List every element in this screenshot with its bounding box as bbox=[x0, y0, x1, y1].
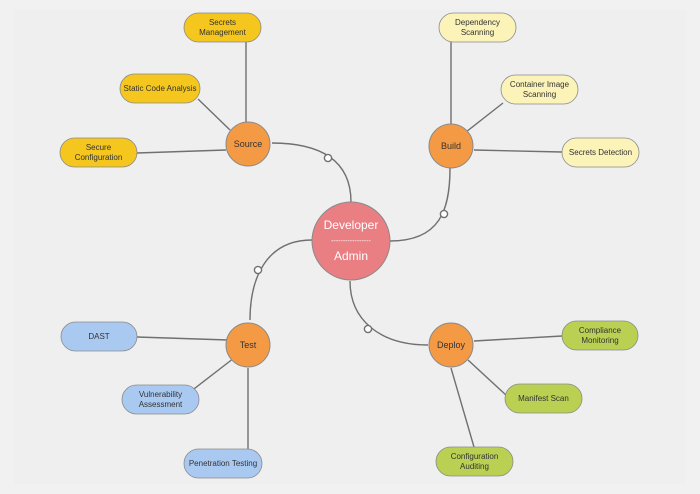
hub-source[interactable]: Source bbox=[225, 121, 271, 167]
leaf-compliance-monitoring-line2: Monitoring bbox=[581, 336, 618, 345]
center-node-circle bbox=[311, 201, 391, 281]
connector-center-build bbox=[389, 167, 451, 242]
leaf-dependency-scanning[interactable]: Dependency Scanning bbox=[438, 12, 517, 43]
hub-source-circle bbox=[225, 121, 271, 167]
leaf-penetration-testing-pill bbox=[183, 448, 263, 479]
leaf-secure-configuration[interactable]: Secure Configuration bbox=[59, 137, 138, 168]
leaf-secrets-management-line2: Management bbox=[199, 28, 246, 37]
leaf-secrets-management[interactable]: Secrets Management bbox=[183, 12, 262, 43]
leaf-configuration-auditing[interactable]: Configuration Auditing bbox=[435, 446, 514, 477]
hub-build[interactable]: Build bbox=[428, 123, 474, 169]
center-node-divider: ----------------- bbox=[331, 238, 371, 245]
connector-deploy-configuration-auditing bbox=[450, 367, 475, 448]
hub-test-label: Test bbox=[240, 340, 257, 350]
connector-source-secure-configuration bbox=[136, 149, 227, 154]
leaf-static-code-analysis[interactable]: Static Code Analysis bbox=[119, 73, 201, 104]
hub-test-circle bbox=[225, 322, 271, 368]
leaf-secrets-detection-text: Secrets Detection bbox=[569, 148, 632, 157]
leaf-dast[interactable]: DAST bbox=[60, 321, 138, 352]
hub-deploy-label: Deploy bbox=[437, 340, 466, 350]
connector-build-secrets-detection bbox=[473, 149, 563, 153]
leaf-vulnerability-assessment-line1: Vulnerability bbox=[139, 390, 182, 399]
hub-deploy-circle bbox=[428, 322, 474, 368]
connector-source-static-code-analysis bbox=[197, 98, 231, 131]
leaf-container-image-scanning-line1: Container Image bbox=[510, 80, 570, 89]
leaf-compliance-monitoring-pill bbox=[561, 320, 639, 351]
connector-test-dast bbox=[136, 336, 229, 341]
leaf-secure-configuration-line2: Configuration bbox=[75, 153, 123, 162]
leaf-configuration-auditing-line1: Configuration bbox=[451, 452, 499, 461]
leaf-manifest-scan[interactable]: Manifest Scan bbox=[504, 383, 583, 414]
center-node-title: Developer bbox=[324, 218, 379, 232]
leaf-vulnerability-assessment[interactable]: Vulnerability Assessment bbox=[121, 384, 200, 415]
hub-build-circle bbox=[428, 123, 474, 169]
connector-build-container-image-scanning bbox=[465, 102, 504, 133]
leaf-vulnerability-assessment-line2: Assessment bbox=[139, 400, 183, 409]
leaf-vulnerability-assessment-pill bbox=[121, 384, 200, 415]
center-node-subtitle: Admin bbox=[334, 249, 368, 263]
connector-deploy-compliance-monitoring bbox=[473, 335, 563, 342]
leaf-dependency-scanning-line1: Dependency bbox=[455, 18, 500, 27]
hub-test[interactable]: Test bbox=[225, 322, 271, 368]
leaf-secrets-management-line1: Secrets bbox=[209, 18, 236, 27]
leaf-manifest-scan-text: Manifest Scan bbox=[518, 394, 569, 403]
leaf-penetration-testing-text: Penetration Testing bbox=[189, 459, 257, 468]
leaf-secure-configuration-line1: Secure bbox=[86, 143, 112, 152]
leaf-manifest-scan-pill bbox=[504, 383, 583, 414]
leaf-dast-text: DAST bbox=[88, 332, 109, 341]
center-connectors bbox=[249, 142, 451, 346]
leaf-compliance-monitoring[interactable]: Compliance Monitoring bbox=[561, 320, 639, 351]
hub-build-label: Build bbox=[441, 141, 461, 151]
leaf-configuration-auditing-line2: Auditing bbox=[460, 462, 489, 471]
connector-deploy-manifest-scan bbox=[467, 359, 508, 397]
leaf-secrets-detection-pill bbox=[561, 137, 640, 168]
connector-dot-deploy bbox=[363, 324, 373, 334]
hub-deploy[interactable]: Deploy bbox=[428, 322, 474, 368]
connector-dot-source bbox=[323, 153, 333, 163]
leaf-secrets-detection[interactable]: Secrets Detection bbox=[561, 137, 640, 168]
leaf-secure-configuration-pill bbox=[59, 137, 138, 168]
leaf-container-image-scanning-pill bbox=[500, 74, 579, 105]
leaf-container-image-scanning-line2: Scanning bbox=[523, 90, 556, 99]
connector-dot-build bbox=[439, 209, 449, 219]
leaf-penetration-testing[interactable]: Penetration Testing bbox=[183, 448, 263, 479]
connector-dot-test bbox=[253, 265, 263, 275]
leaf-connectors bbox=[136, 42, 563, 449]
hub-source-label: Source bbox=[234, 139, 263, 149]
center-node-developer-admin[interactable]: Developer ----------------- Admin bbox=[311, 201, 391, 281]
leaf-static-code-analysis-text: Static Code Analysis bbox=[124, 84, 197, 93]
leaf-container-image-scanning[interactable]: Container Image Scanning bbox=[500, 74, 579, 105]
leaf-dependency-scanning-line2: Scanning bbox=[461, 28, 494, 37]
connector-center-deploy bbox=[349, 280, 429, 346]
connector-test-vulnerability-assessment bbox=[189, 357, 235, 393]
leaf-compliance-monitoring-line1: Compliance bbox=[579, 326, 622, 335]
leaf-dependency-scanning-pill bbox=[438, 12, 517, 43]
leaf-configuration-auditing-pill bbox=[435, 446, 514, 477]
leaf-static-code-analysis-pill bbox=[119, 73, 201, 104]
connector-center-source bbox=[271, 142, 352, 203]
leaf-dast-pill bbox=[60, 321, 138, 352]
connector-center-test bbox=[249, 239, 313, 321]
leaf-secrets-management-pill bbox=[183, 12, 262, 43]
